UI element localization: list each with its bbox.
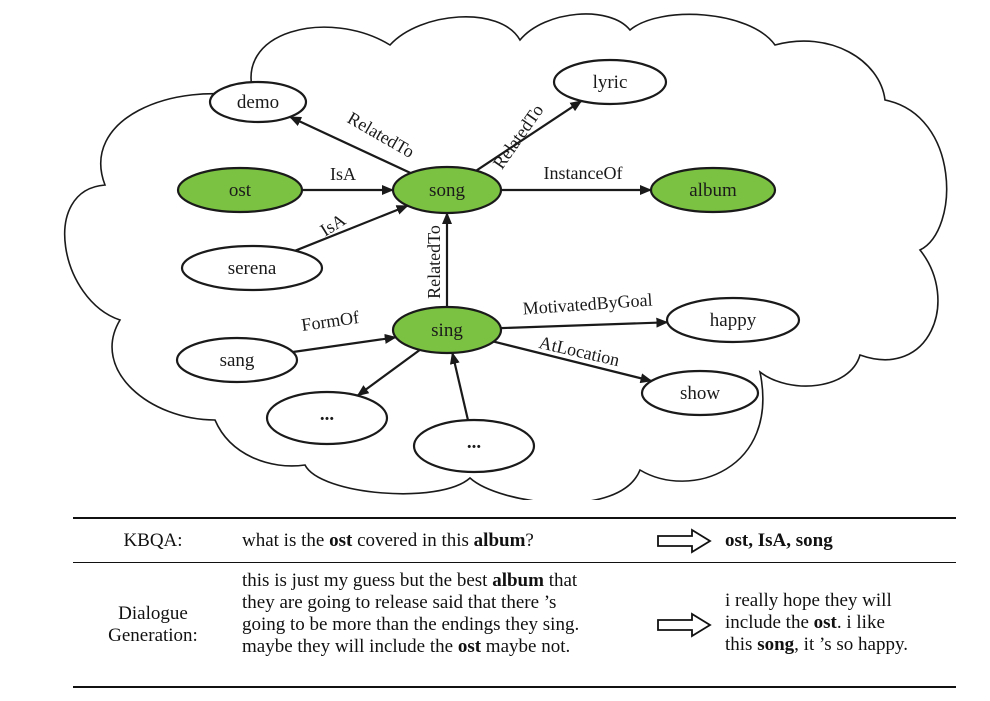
hollow-right-arrow-icon (657, 612, 712, 638)
edge-sang-sing (292, 333, 397, 354)
node-ellipse (208, 80, 308, 124)
node-sing: sing (391, 305, 503, 355)
response-line: this song, it ’s so happy. (725, 634, 955, 656)
node-ellipse (412, 418, 536, 474)
node-label: serena (228, 258, 277, 279)
bold-keyword: ost (329, 530, 353, 551)
node-lyric: lyric (552, 58, 668, 106)
node-ellipse (175, 336, 299, 384)
edge-label: InstanceOf (544, 163, 623, 183)
node-label: ost (229, 180, 252, 201)
dialogue-context: this is just my guess but the best album… (242, 570, 652, 658)
bold-keyword: ost, IsA, song (725, 530, 833, 551)
response-line: i really hope they will (725, 590, 955, 612)
edge-label: RelatedTo (424, 225, 444, 299)
text-span: maybe not. (481, 636, 571, 657)
node-label: sing (431, 320, 463, 341)
row-label-text: KBQA: (123, 530, 183, 551)
node-label: sang (220, 350, 255, 371)
node-sang: sang (175, 336, 299, 384)
text-span: ? (525, 530, 534, 551)
edge-sing-show (493, 340, 653, 384)
text-span: going to be more than the endings they s… (242, 614, 580, 635)
text-span: i really hope they will (725, 590, 892, 611)
node-label: ... (467, 432, 481, 453)
bold-keyword: album (473, 530, 526, 551)
text-span: . i like (836, 612, 885, 633)
bold-keyword: ost (457, 636, 482, 657)
node-ost: ost (176, 166, 304, 214)
node-ellipse (552, 58, 668, 106)
node-label: lyric (593, 72, 628, 93)
node-album: album (649, 166, 777, 214)
edge-sing-happy (500, 317, 669, 330)
edge-dots2-sing (449, 351, 470, 421)
context-line: they are going to release said that ther… (242, 592, 652, 614)
answer-line: ost, IsA, song (725, 530, 955, 552)
node-ellipse (180, 244, 324, 292)
row-label-kbqa: KBQA: (73, 530, 233, 552)
hollow-right-arrow-icon (657, 528, 712, 554)
kbqa-answer: ost, IsA, song (725, 530, 955, 552)
node-label: happy (710, 310, 757, 331)
context-line: maybe they will include the ost maybe no… (242, 636, 652, 658)
edge-serena-song (294, 204, 409, 252)
node-ellipse (640, 369, 760, 417)
node-show: show (640, 369, 760, 417)
node-label: ... (320, 404, 334, 425)
text-span: what is the (242, 530, 330, 551)
question-line: what is the ost covered in this album? (242, 530, 642, 552)
bold-keyword: album (492, 570, 544, 591)
kbqa-question: what is the ost covered in this album? (242, 530, 642, 552)
text-span: this (725, 634, 758, 655)
node-dots1: ... (265, 390, 389, 446)
node-demo: demo (208, 80, 308, 124)
context-line: going to be more than the endings they s… (242, 614, 652, 636)
node-ellipse (665, 296, 801, 344)
text-span: maybe they will include the (242, 636, 458, 657)
edge-sing-dots1 (356, 349, 421, 397)
node-ellipse (391, 305, 503, 355)
bold-keyword: ost (813, 612, 837, 633)
edge-song-demo (289, 115, 412, 175)
text-span: include the (725, 612, 814, 633)
node-dots2: ... (412, 418, 536, 474)
row-label-line: Dialogue (118, 603, 188, 624)
node-label: show (680, 383, 720, 404)
node-happy: happy (665, 296, 801, 344)
table-mid-rule (73, 562, 956, 563)
node-serena: serena (180, 244, 324, 292)
text-span: this is just my guess but the best (242, 570, 493, 591)
response-line: include the ost. i like (725, 612, 955, 634)
table-bottom-rule (73, 686, 956, 688)
node-label: demo (237, 92, 279, 113)
text-span: they are going to release said that ther… (242, 592, 557, 613)
node-ellipse (649, 166, 777, 214)
edge-song-lyric (475, 100, 583, 172)
context-line: this is just my guess but the best album… (242, 570, 652, 592)
row-label-dialogue: Dialogue Generation: (73, 603, 233, 647)
node-label: album (689, 180, 737, 201)
node-ellipse (391, 165, 503, 215)
node-label: song (429, 180, 465, 201)
node-song: song (391, 165, 503, 215)
text-span: , it ’s so happy. (794, 634, 908, 655)
bold-keyword: song (757, 634, 795, 655)
row-label-line: Generation: (108, 625, 198, 646)
node-ellipse (265, 390, 389, 446)
text-span: covered in this (352, 530, 474, 551)
edge-label: IsA (330, 164, 356, 184)
node-ellipse (176, 166, 304, 214)
text-span: that (543, 570, 578, 591)
table-top-rule (73, 517, 956, 519)
